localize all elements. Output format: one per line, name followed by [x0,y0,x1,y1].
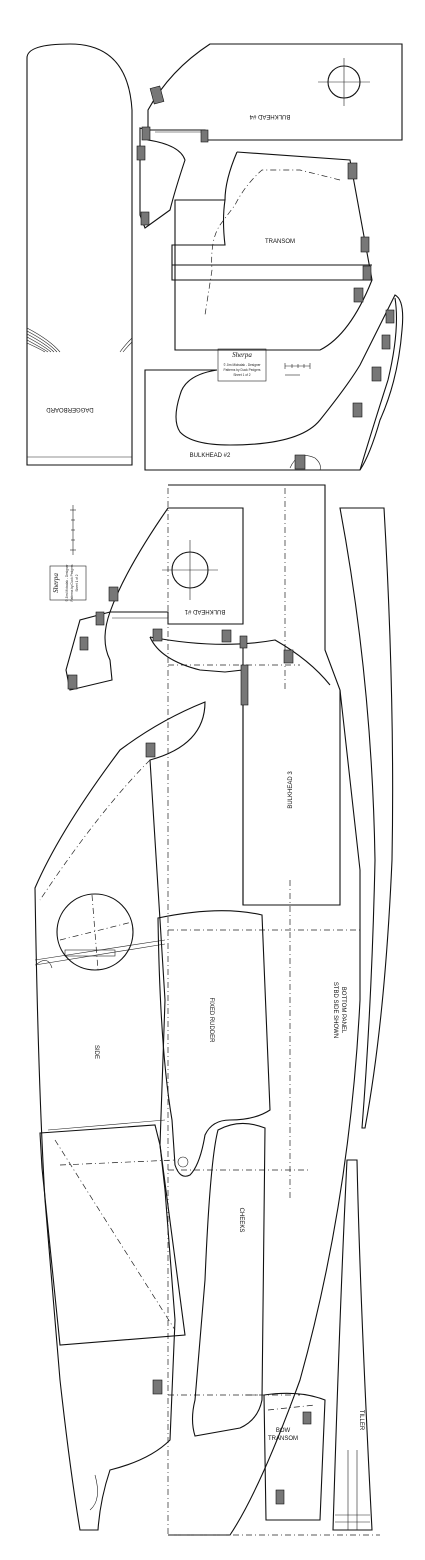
bulkhead3-label: BULKHEAD 3 [288,771,294,809]
side-label-lower: SIDE [93,1045,99,1059]
bulkhead3-part [149,628,341,906]
title-block-left: Sherpa © Jim Michalak - Designer Pattern… [49,563,87,602]
bulkhead1-label: BULKHEAD #1 [184,608,225,614]
fixed-rudder-part [157,910,271,1177]
bottom-panel-label: BOTTOM PANEL [340,987,346,1034]
scale-bar-left [70,505,76,555]
svg-text:Patterns by Duck Pedgers: Patterns by Duck Pedgers [70,564,74,601]
fixed-rudder-label: FIXED RUDDER [208,997,214,1043]
bulkhead4-label: BULKHEAD #4 [249,113,290,119]
bulkhead4-part [136,43,403,229]
bulkhead1-part [65,507,244,691]
bulkhead2-part [144,294,404,471]
svg-text:Patterns by Duck Pedgers: Patterns by Duck Pedgers [223,368,260,372]
bow-transom-label-2: TRANSOM [268,1436,298,1442]
title-block-top: Sherpa © Jim Michalak - Designer Pattern… [217,348,267,382]
chine-strip [339,507,394,1129]
sherpa-logo: Sherpa [232,351,252,359]
daggerboard-label: DAGGERBOARD [46,406,94,412]
side-part [34,701,206,1531]
tiller-part [332,1159,373,1531]
svg-text:© Jim Michalak - Designer: © Jim Michalak - Designer [65,563,69,601]
bottom-panel-part [149,484,361,1536]
svg-text:Sheet 1 of 2: Sheet 1 of 2 [75,574,79,591]
svg-text:Sherpa: Sherpa [52,573,60,593]
svg-text:© Jim Michalak - Designer: © Jim Michalak - Designer [223,363,261,367]
bow-transom-label-1: BOW [276,1428,291,1434]
bottom-panel-sublabel: STBD SIDE SHOWN [332,982,338,1038]
cheeks-part [191,1122,266,1437]
bulkhead2-label: BULKHEAD #2 [190,453,231,459]
transom-label: TRANSOM [265,239,295,245]
svg-text:Sheet 1 of 2: Sheet 1 of 2 [233,373,250,377]
transom-part [171,151,373,351]
daggerboard-part [26,43,133,466]
bow-transom-part [263,1392,326,1521]
cheeks-label: CHEEKS [238,1208,244,1233]
tiller-label: TILLER [358,1410,364,1431]
scale-bar-top [284,363,311,376]
